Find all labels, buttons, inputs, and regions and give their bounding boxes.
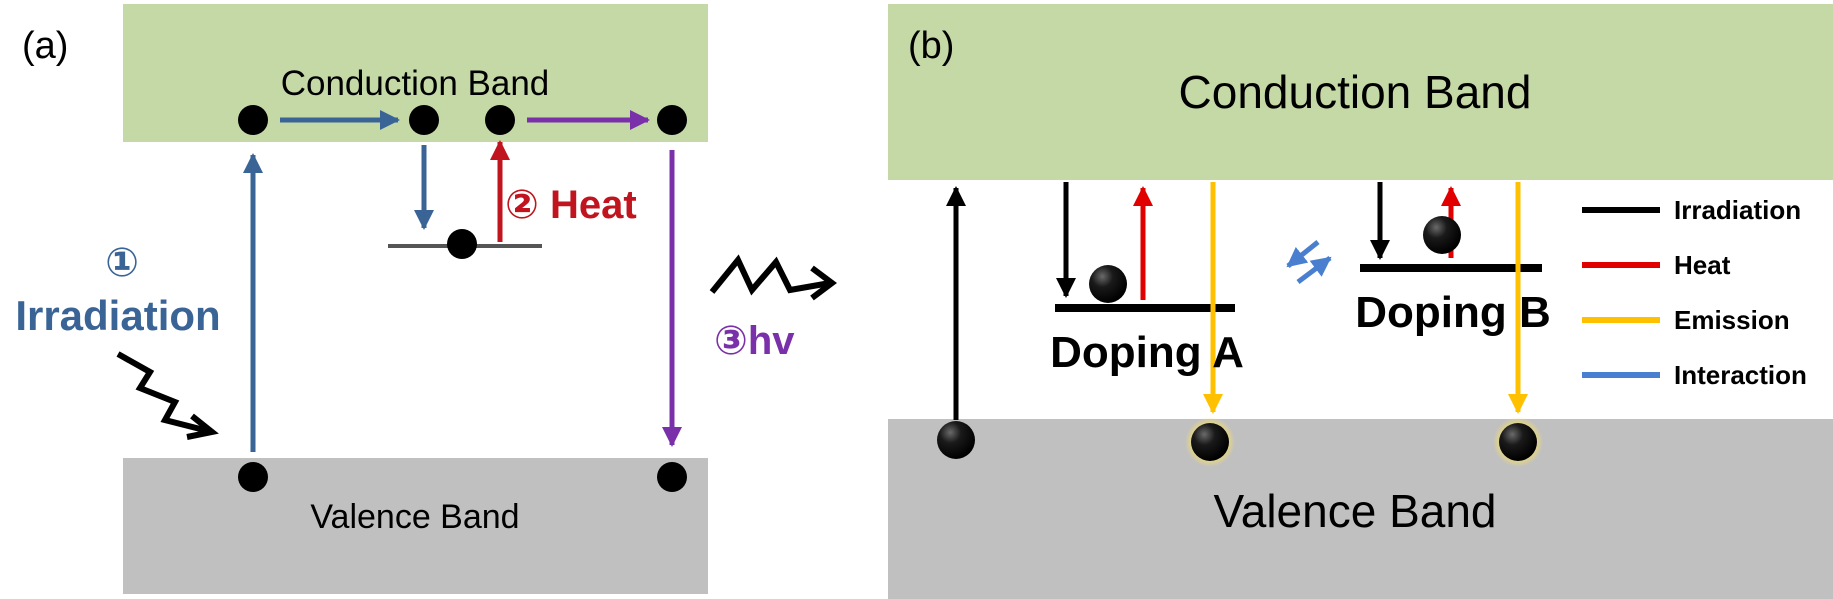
legend-label: Irradiation xyxy=(1674,195,1801,225)
panel-b-valence-band xyxy=(888,419,1833,599)
panel-b-vb-electron xyxy=(1191,423,1229,461)
panel-a-valence-label: Valence Band xyxy=(310,498,519,536)
panel-a-electron xyxy=(657,105,687,135)
panel-a-irradiation-label: Irradiation xyxy=(15,292,220,339)
panel-b-interaction-arrow xyxy=(1286,240,1320,268)
panel-b-doping-a-electron xyxy=(1089,265,1127,303)
panel-b-label: (b) xyxy=(908,25,954,67)
panel-b-interaction-arrow xyxy=(1296,256,1332,284)
panel-b-doping-b-electron xyxy=(1423,216,1461,254)
panel-b-valence-label: Valence Band xyxy=(1213,485,1496,537)
panel-b-conduction-label: Conduction Band xyxy=(1179,66,1532,118)
panel-a-outgoing-photon-arrowhead xyxy=(810,265,837,301)
panel-a-electron xyxy=(409,105,439,135)
panel-a-electron xyxy=(485,105,515,135)
panel-a-valence-band xyxy=(123,458,708,594)
panel-a-hv-label: ③hv xyxy=(714,319,795,363)
panel-a-conduction-label: Conduction Band xyxy=(281,64,550,103)
panel-a-outgoing-photon-icon xyxy=(709,254,831,296)
panel-a-incoming-photon-icon xyxy=(116,351,213,435)
panel-b-conduction-band xyxy=(888,4,1833,180)
panel-a-heat-label: ② Heat xyxy=(505,183,637,227)
panel-b: (b) Conduction Band Valence Band Doping … xyxy=(888,4,1833,599)
panel-a-electron xyxy=(238,462,268,492)
panel-a-electron xyxy=(447,229,477,259)
panel-b-vb-electron xyxy=(937,421,975,459)
panel-a-step1-number: ① xyxy=(105,241,139,285)
legend-label: Heat xyxy=(1674,250,1731,280)
panel-b-doping-b-label: Doping B xyxy=(1355,288,1551,337)
panel-a-electron xyxy=(238,105,268,135)
panel-b-vb-electron xyxy=(1499,423,1537,461)
panel-a: (a) Conduction Band Valence Band ① Irrad… xyxy=(15,4,837,594)
panel-b-doping-a-label: Doping A xyxy=(1050,328,1244,377)
legend-label: Emission xyxy=(1674,305,1790,335)
legend-label: Interaction xyxy=(1674,360,1807,390)
panel-a-electron xyxy=(657,462,687,492)
panel-a-incoming-photon-arrowhead xyxy=(186,413,219,440)
panel-a-label: (a) xyxy=(22,25,68,67)
